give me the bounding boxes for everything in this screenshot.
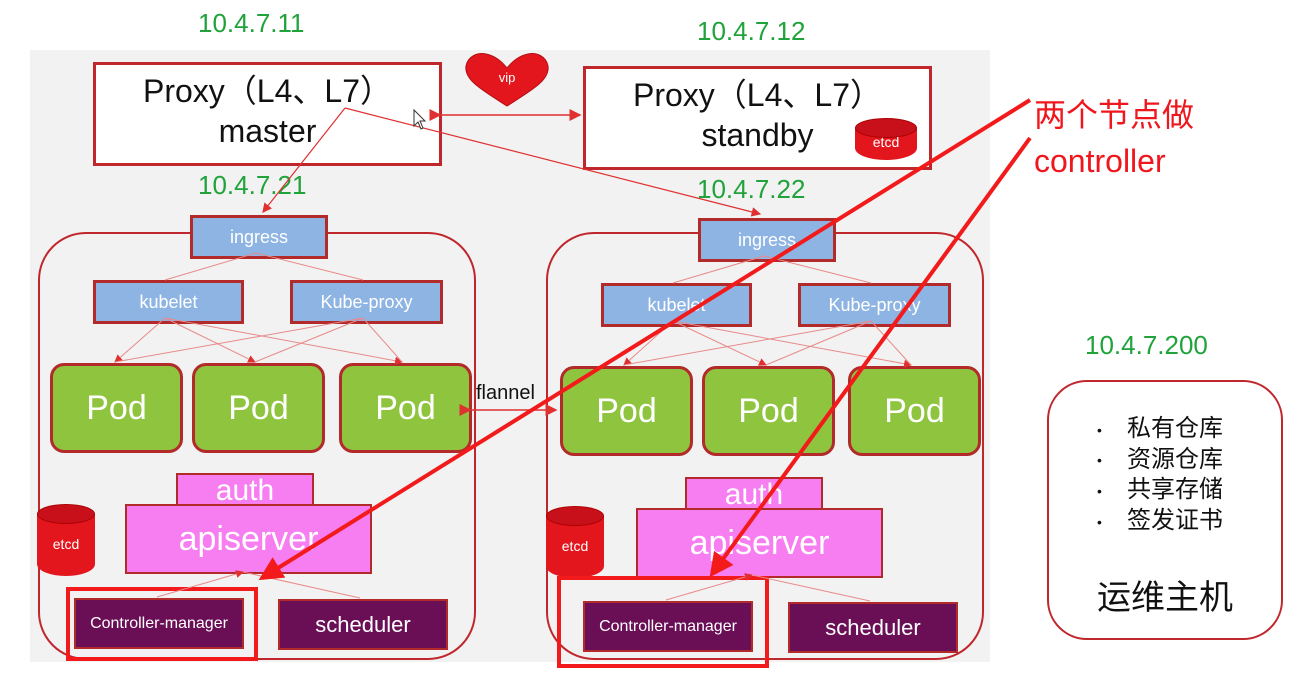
node1-pod-2: Pod bbox=[192, 363, 325, 453]
node1-apiserver: apiserver bbox=[125, 504, 372, 574]
ops-item: •共享存储 bbox=[1097, 476, 1223, 504]
node2-controller-highlight bbox=[557, 576, 769, 668]
node1-kubelet: kubelet bbox=[93, 280, 244, 324]
node1-controller-manager: Controller-manager bbox=[74, 598, 244, 649]
controller-annotation: 两个节点做 controller bbox=[1034, 92, 1194, 184]
node2-pod-2: Pod bbox=[702, 366, 835, 456]
etcd-node2-label: etcd bbox=[561, 538, 589, 554]
ops-item: •私有仓库 bbox=[1097, 415, 1223, 442]
node1-fan-lines bbox=[114, 252, 403, 599]
node2-ingress: ingress bbox=[698, 218, 836, 262]
node2-pod-3: Pod bbox=[848, 366, 981, 456]
node2-fan-lines bbox=[623, 255, 912, 602]
proxy-standby-title: Proxy（L4、L7） bbox=[633, 77, 882, 113]
node1-pod-1: Pod bbox=[50, 363, 183, 453]
node2-scheduler: scheduler bbox=[788, 602, 958, 653]
vip-heart-icon bbox=[465, 53, 549, 107]
ops-host-title: 运维主机 bbox=[1097, 579, 1233, 617]
annotation-line1: 两个节点做 bbox=[1034, 97, 1195, 133]
node1-auth: auth bbox=[176, 473, 314, 509]
node2-auth: auth bbox=[685, 477, 823, 513]
ops-item: •签发证书 bbox=[1097, 506, 1223, 534]
node1-scheduler: scheduler bbox=[278, 599, 448, 650]
proxy-master-role: master bbox=[218, 113, 317, 149]
ip-ops-host: 10.4.7.200 bbox=[1085, 330, 1208, 360]
etcd-standby: etcd bbox=[855, 118, 917, 160]
etcd-node1: etcd bbox=[37, 504, 95, 576]
node2-kube-proxy: Kube-proxy bbox=[798, 283, 951, 327]
annotation-arrow-node2 bbox=[709, 136, 1032, 578]
ops-host-list: •私有仓库 •资源仓库 •共享存储 •签发证书 bbox=[1097, 414, 1223, 537]
ip-node2: 10.4.7.22 bbox=[697, 174, 806, 204]
ip-node1: 10.4.7.21 bbox=[198, 170, 307, 200]
annotation-line2: controller bbox=[1034, 143, 1166, 179]
node1-kube-proxy: Kube-proxy bbox=[290, 280, 443, 324]
ops-host-box: •私有仓库 •资源仓库 •共享存储 •签发证书 运维主机 bbox=[1047, 380, 1283, 640]
annotation-arrow-node1 bbox=[258, 98, 1032, 581]
ops-item: •资源仓库 bbox=[1097, 445, 1223, 473]
node2-controller-manager: Controller-manager bbox=[583, 601, 753, 652]
ip-proxy-standby: 10.4.7.12 bbox=[697, 16, 806, 46]
proxy-to-ingress2-arrow bbox=[344, 107, 762, 217]
vip-label: vip bbox=[498, 70, 516, 85]
node1-ingress: ingress bbox=[190, 215, 328, 259]
etcd-node1-label: etcd bbox=[52, 536, 80, 552]
etcd-standby-label: etcd bbox=[872, 134, 900, 150]
ip-proxy-master: 10.4.7.11 bbox=[198, 8, 305, 38]
etcd-node2: etcd bbox=[546, 506, 604, 578]
proxy-master-box: Proxy（L4、L7） master bbox=[93, 62, 442, 166]
proxy-to-ingress1-arrow bbox=[262, 107, 346, 213]
proxy-standby-role: standby bbox=[701, 117, 814, 153]
mouse-cursor-icon bbox=[413, 108, 427, 130]
node1-controller-highlight bbox=[66, 587, 258, 661]
flannel-label: flannel bbox=[476, 382, 535, 404]
proxy-master-title: Proxy（L4、L7） bbox=[143, 73, 392, 109]
